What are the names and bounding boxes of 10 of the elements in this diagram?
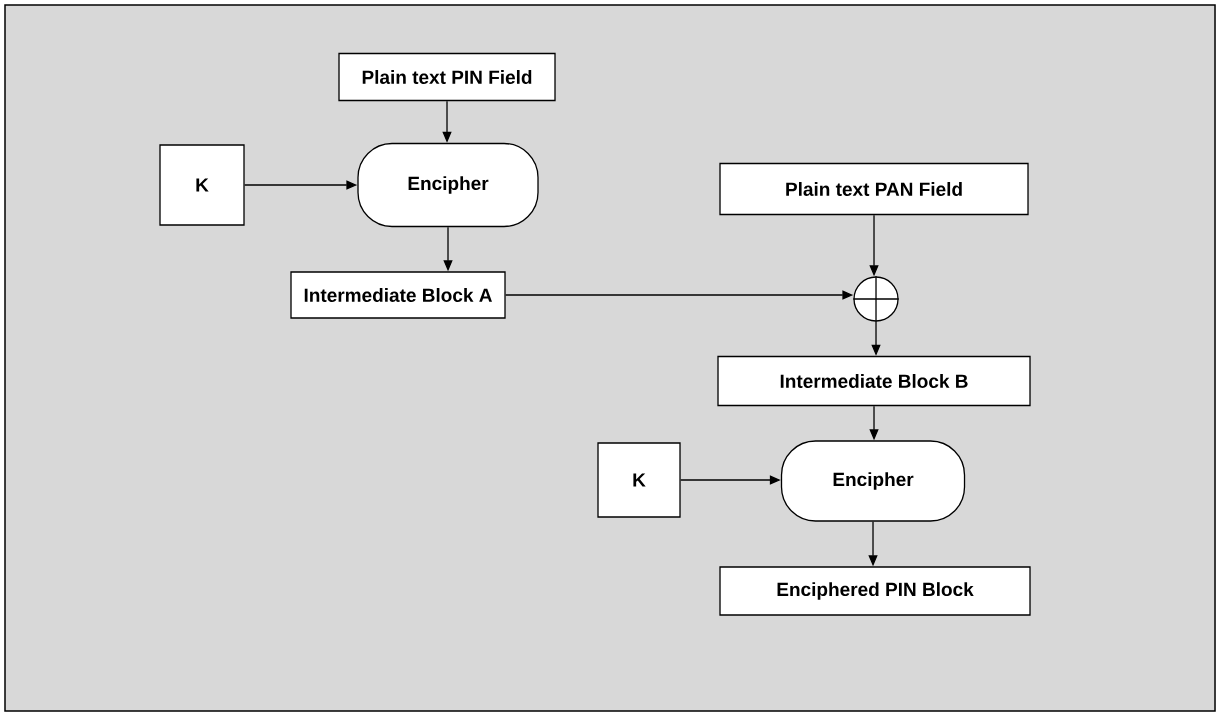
- process-terminal: Encipher: [780, 440, 966, 522]
- xor-symbol: [852, 275, 900, 323]
- process-terminal: Encipher: [357, 142, 539, 228]
- process-box: Intermediate Block A: [290, 271, 506, 319]
- process-box: K: [159, 144, 245, 226]
- process-box: Enciphered PIN Block: [719, 566, 1031, 616]
- process-box: Intermediate Block B: [717, 355, 1031, 407]
- process-box: Plain text PAN Field: [719, 162, 1029, 216]
- process-box: Plain text PIN Field: [338, 52, 556, 102]
- process-box: K: [597, 442, 681, 518]
